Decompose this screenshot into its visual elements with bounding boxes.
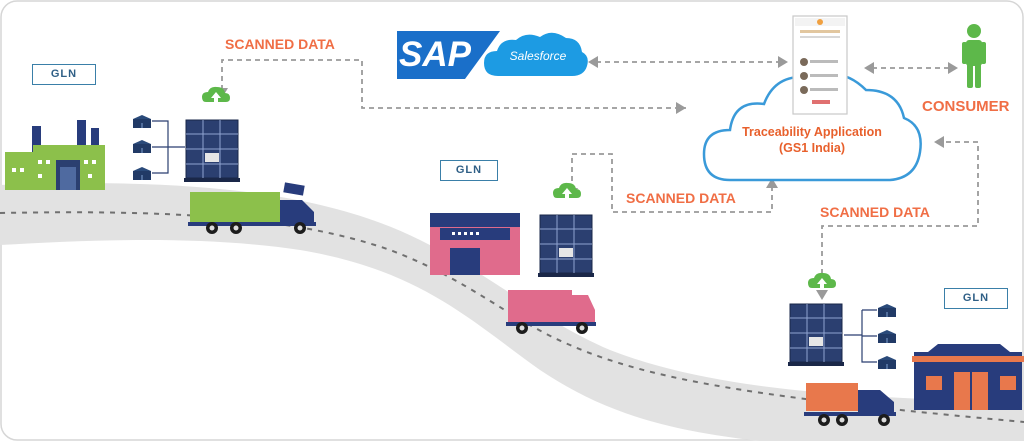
consumer-label: CONSUMER: [922, 98, 1010, 115]
cloud-upload-icon: [808, 272, 836, 290]
pallet-icon: [537, 214, 595, 278]
gln-badge-manufacturer: GLN: [32, 64, 96, 85]
gln-badge-retailer: GLN: [944, 288, 1008, 309]
warehouse-icon: [430, 213, 520, 275]
cloud-upload-icon: [553, 182, 581, 200]
pallet-icon: [183, 119, 241, 183]
truck-icon: [506, 290, 596, 334]
sap-logo-text: SAP: [399, 35, 471, 74]
scanned-data-label-1: SCANNED DATA: [225, 36, 335, 52]
gln-badge-distributor: GLN: [440, 160, 498, 181]
box-icon: [877, 303, 897, 370]
cloud-title-line-1: Traceability Application: [742, 125, 882, 139]
box-icon: [132, 114, 152, 181]
phone-screen-icon: [792, 15, 848, 115]
salesforce-logo-text: Salesforce: [509, 49, 567, 63]
sap-logo: [397, 31, 500, 79]
truck-icon: [804, 383, 896, 426]
factory-icon: [5, 120, 105, 190]
person-icon: [962, 24, 986, 88]
scanned-data-label-3: SCANNED DATA: [820, 204, 930, 220]
truck-icon: [188, 182, 316, 234]
salesforce-logo: [484, 32, 588, 76]
scanned-data-label-2: SCANNED DATA: [626, 190, 736, 206]
cloud-title: Traceability Application (GS1 India): [716, 124, 908, 156]
road-center-line: [0, 211, 1024, 423]
store-icon: [912, 344, 1024, 410]
pallet-icon: [787, 303, 845, 367]
cloud-title-line-2: (GS1 India): [779, 141, 845, 155]
